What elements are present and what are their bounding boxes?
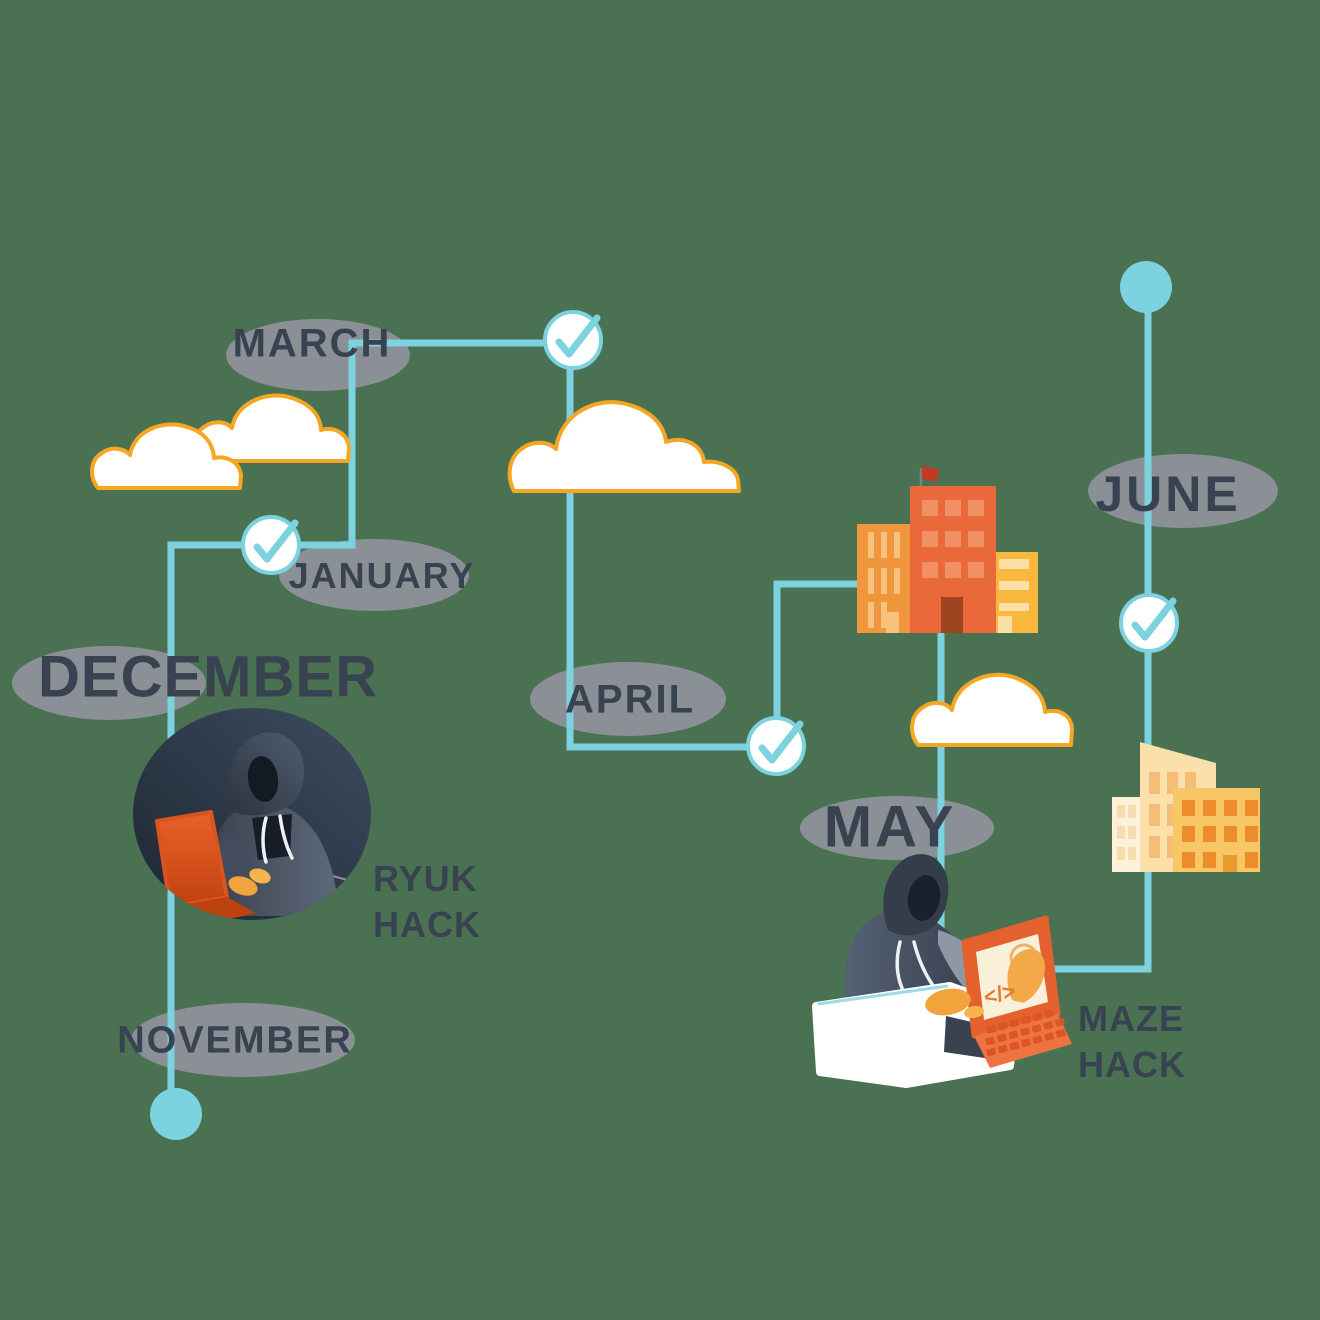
cloud-icon — [507, 400, 741, 493]
month-ellipse-april — [530, 662, 726, 736]
month-ellipse-december — [12, 646, 206, 720]
building-windows — [1182, 800, 1258, 868]
hooded-hacker-laptop-icon — [133, 708, 371, 920]
event-label-line: HACK — [1078, 1044, 1186, 1085]
hoodie-drawstring — [895, 940, 904, 990]
cloud-group-left — [90, 393, 351, 490]
hacker-hand — [228, 876, 258, 896]
building-windows — [1117, 805, 1136, 860]
check-circle-node — [241, 515, 301, 575]
event-label-line: MAZE — [1078, 998, 1184, 1039]
month-ellipse-november — [131, 1003, 355, 1077]
building-windows — [868, 532, 900, 633]
checkmark-icon — [758, 720, 804, 764]
month-label-march: MARCH — [232, 321, 392, 366]
screen-hand-icon — [1007, 948, 1045, 1003]
building-windows — [922, 500, 984, 578]
month-label-january: JANUARY — [288, 555, 476, 596]
checkmark-icon — [1131, 597, 1177, 641]
flag-icon — [922, 466, 939, 482]
cloud-icon — [910, 672, 1074, 747]
checkmark-icon — [253, 519, 299, 563]
event-label-ryuk-hack: RYUK HACK — [373, 856, 481, 948]
month-label-april: APRIL — [565, 677, 695, 722]
hoodie-drawstring — [261, 816, 268, 864]
event-label-line: HACK — [373, 904, 481, 945]
hacker-hand — [925, 988, 971, 1016]
month-ellipses — [12, 319, 1278, 1077]
hacker-face — [247, 756, 279, 802]
hacker-arm — [217, 830, 250, 888]
building-door — [1223, 855, 1237, 872]
timeline-segment-nov-march — [167, 339, 573, 1110]
month-ellipse-june — [1088, 454, 1278, 528]
month-ellipse-may — [800, 796, 994, 860]
hoodie-drawstring — [912, 940, 934, 986]
month-ellipse-january — [279, 539, 469, 611]
hacker-hand — [964, 1005, 984, 1019]
building-windows — [998, 559, 1029, 633]
hacker-hand — [249, 868, 271, 884]
month-label-november: NOVEMBER — [117, 1019, 353, 1062]
desk-edge — [817, 984, 949, 1006]
laptop-keys — [985, 1009, 1066, 1057]
building-left — [1112, 797, 1141, 872]
check-circle-node — [746, 716, 806, 776]
hacker-face — [907, 875, 941, 921]
hoodie-drawstring — [278, 814, 294, 860]
month-label-may: MAY — [823, 794, 957, 860]
cloud-icon — [193, 393, 351, 463]
timeline-segment-april-may — [773, 580, 871, 747]
hooded-hacker-laptop-icon: </> — [812, 854, 1072, 1088]
office-buildings-icon — [1112, 742, 1260, 872]
event-label-maze-hack: MAZE HACK — [1078, 996, 1186, 1088]
office-buildings-icon — [857, 466, 1038, 633]
month-ellipse-march — [226, 319, 410, 391]
cloud-icon — [90, 422, 243, 490]
check-circle-node — [1119, 593, 1179, 653]
checkmark-icon — [555, 314, 601, 358]
check-circle-node — [543, 310, 603, 370]
timeline-endpoint-dot — [150, 1088, 202, 1140]
event-label-line: RYUK — [373, 858, 478, 899]
timeline-endpoint-dot — [1120, 261, 1172, 313]
month-label-june: JUNE — [1095, 466, 1241, 522]
building-door — [941, 597, 963, 633]
month-label-december: DECEMBER — [38, 644, 378, 710]
